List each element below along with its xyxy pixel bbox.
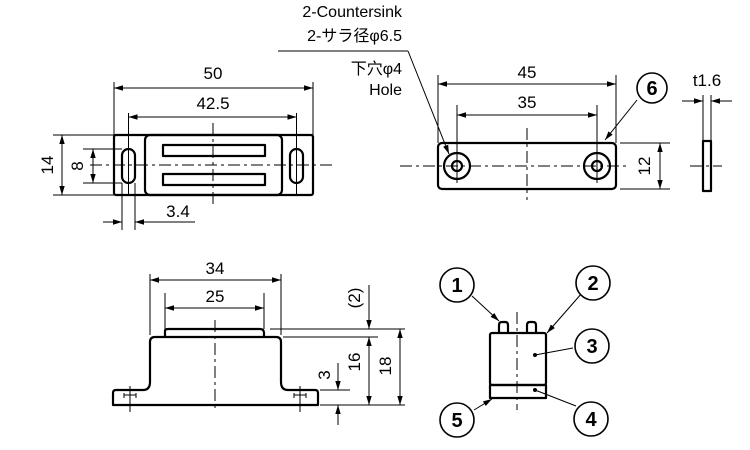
callout-leader bbox=[407, 50, 450, 155]
part-number-1: 1 bbox=[451, 275, 462, 297]
magnet-slot-lower bbox=[161, 172, 267, 187]
front-view: 34 25 (2) 16 18 3 bbox=[111, 259, 405, 425]
dimension-25: 25 bbox=[206, 287, 225, 306]
part-bubble-4: 4 bbox=[573, 401, 609, 437]
parts-view: 1 2 3 4 5 bbox=[439, 265, 611, 438]
top-view: 50 42.5 14 8 3.4 bbox=[38, 64, 335, 230]
dimension-thickness: t1.6 bbox=[693, 71, 721, 90]
callout-hole-jp: 下穴φ4 bbox=[351, 60, 402, 78]
leader-part-5 bbox=[473, 398, 493, 411]
part-pin-left bbox=[497, 320, 510, 333]
dimension-3: 3 bbox=[315, 370, 334, 379]
part-pin-right bbox=[525, 320, 538, 333]
part-number-3: 3 bbox=[586, 336, 597, 358]
dimension-12: 12 bbox=[635, 157, 654, 176]
part-body bbox=[488, 331, 548, 387]
part-number-6: 6 bbox=[646, 78, 657, 100]
dimension-8: 8 bbox=[68, 161, 87, 170]
dimension-45: 45 bbox=[518, 63, 537, 82]
dimension-18: 18 bbox=[376, 357, 395, 376]
leader-part-2 bbox=[546, 292, 583, 334]
top-magnet-profile bbox=[163, 327, 266, 337]
part-number-5: 5 bbox=[451, 410, 462, 432]
callout-hole-en: Hole bbox=[369, 82, 402, 99]
leader-part-1 bbox=[471, 295, 500, 322]
leader-part-3 bbox=[534, 347, 574, 356]
countersink-callout: 2-Countersink 2-サラ径φ6.5 下穴φ4 Hole bbox=[278, 4, 450, 155]
part-bubble-5: 5 bbox=[439, 402, 475, 438]
dimension-34: 34 bbox=[206, 259, 225, 278]
dimension-50: 50 bbox=[204, 64, 223, 83]
part-bubble-2: 2 bbox=[575, 265, 611, 301]
magnet-slot-upper bbox=[161, 143, 267, 158]
part-number-4: 4 bbox=[585, 409, 597, 431]
leader-part-6 bbox=[604, 99, 638, 141]
part-bubble-1: 1 bbox=[439, 267, 475, 303]
part-yoke bbox=[488, 383, 548, 400]
plate-side-outline bbox=[701, 139, 713, 193]
dimension-projection: (2) bbox=[345, 288, 364, 309]
dimension-3-4: 3.4 bbox=[166, 202, 190, 221]
callout-countersink-en: 2-Countersink bbox=[302, 4, 403, 21]
dimension-35: 35 bbox=[518, 93, 537, 112]
callout-countersink-jp: 2-サラ径φ6.5 bbox=[307, 27, 402, 45]
dimension-16: 16 bbox=[345, 353, 364, 372]
plate-view: 45 35 12 6 t1.6 bbox=[400, 63, 732, 200]
dimension-14: 14 bbox=[38, 156, 57, 175]
part-bubble-6: 6 bbox=[636, 72, 668, 104]
housing-profile bbox=[111, 335, 320, 407]
part-bubble-3: 3 bbox=[574, 328, 610, 364]
part-number-2: 2 bbox=[587, 273, 598, 295]
leader-part-4 bbox=[534, 389, 577, 407]
dimension-42-5: 42.5 bbox=[196, 94, 229, 113]
